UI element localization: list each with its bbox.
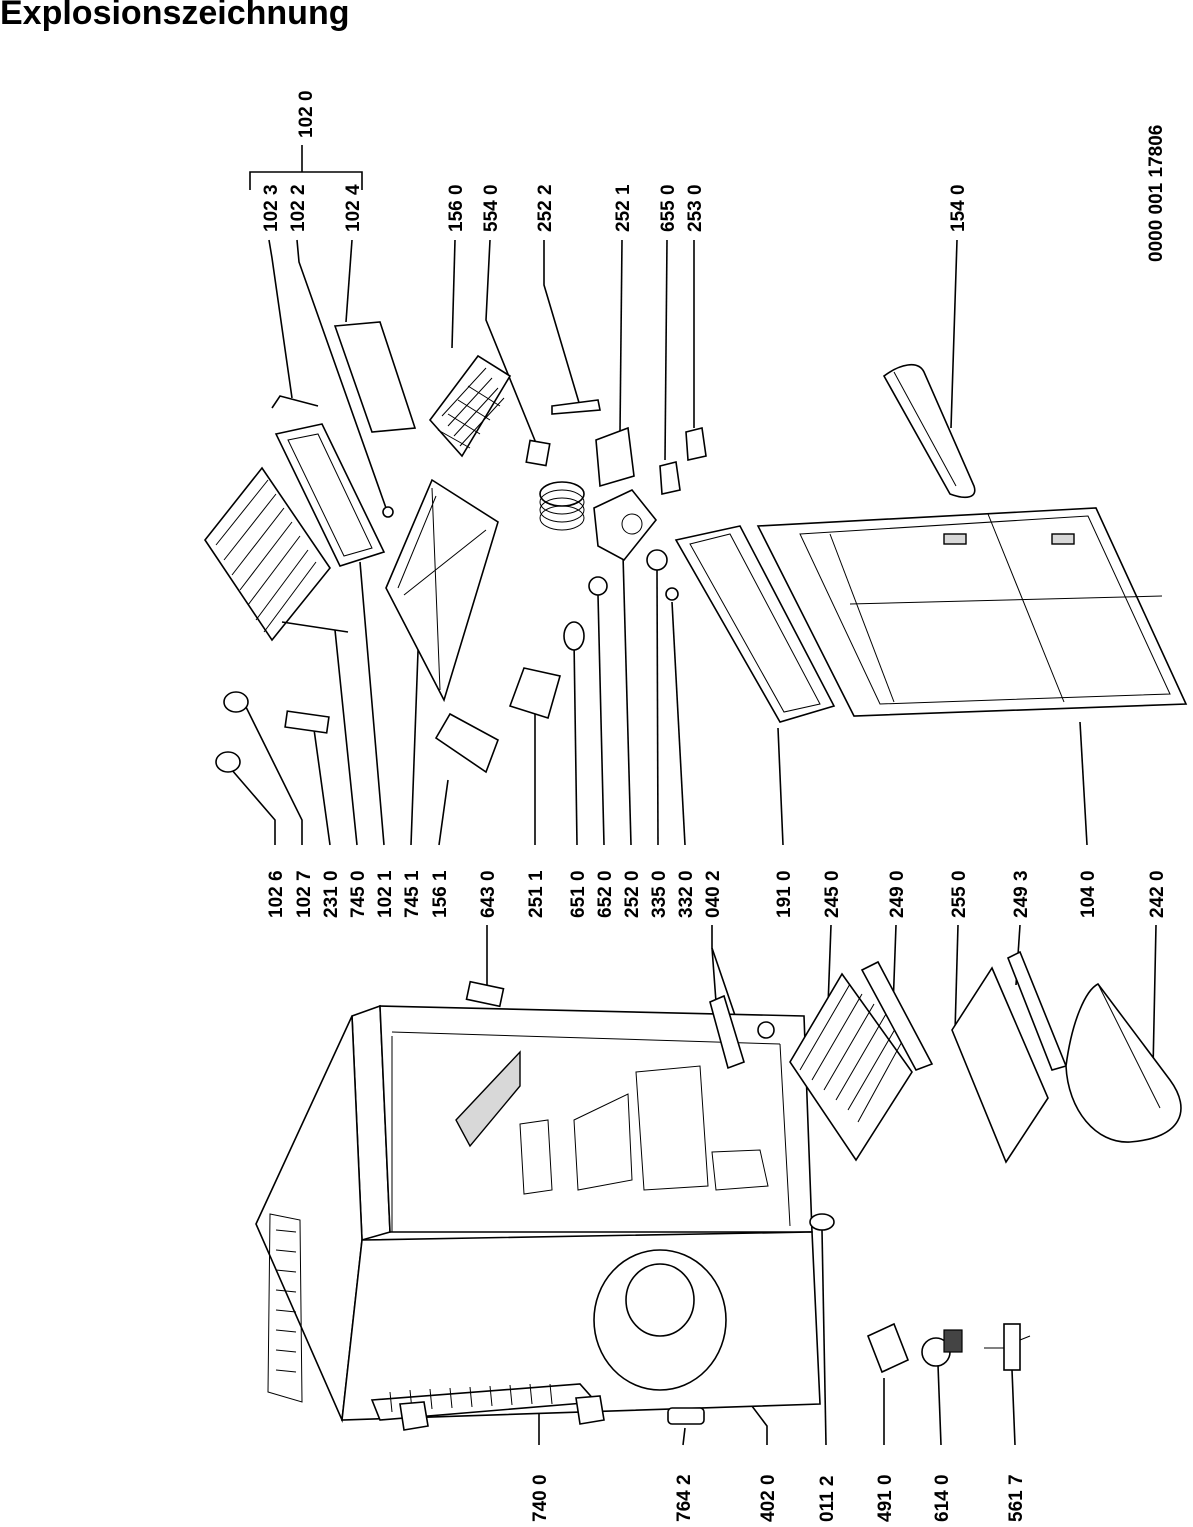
knob-part [588,576,608,596]
label-249-0[interactable]: 249 0 [887,870,908,918]
heating-coil-part [525,439,585,531]
light-cover-part [508,667,562,720]
wire-clip-part [271,395,319,409]
label-652-0[interactable]: 652 0 [595,870,616,918]
starter-part [984,1323,1031,1371]
handle-part [882,364,976,499]
thermostat-housing-part [593,489,658,562]
label-249-3[interactable]: 249 3 [1011,870,1032,918]
label-764-2[interactable]: 764 2 [674,1474,695,1522]
overload-protector-part [921,1329,963,1367]
label-554-0[interactable]: 554 0 [481,184,502,232]
dial-part [646,549,668,571]
label-332-0[interactable]: 332 0 [676,870,697,918]
evaporator-part [204,466,349,642]
label-011-2[interactable]: 011 2 [817,1476,838,1523]
label-745-0[interactable]: 745 0 [348,870,369,918]
label-102-6[interactable]: 102 6 [266,870,287,918]
lamp-cover-part [685,427,707,461]
foot-part-1 [215,751,241,773]
label-491-0[interactable]: 491 0 [875,1474,896,1522]
label-102-0[interactable]: 102 0 [296,90,317,138]
dryer-part [667,1407,705,1425]
door-gasket-part [674,525,836,723]
cabinet-part [255,1004,821,1424]
grille-shelf-part [789,972,913,1162]
screw-part [382,506,394,518]
small-strip-part [284,710,330,734]
label-335-0[interactable]: 335 0 [649,870,670,918]
door-part [756,507,1188,717]
freezer-door-frame-part [274,423,386,567]
box-part [434,712,499,774]
label-252-1[interactable]: 252 1 [613,184,634,232]
bracket-part [551,399,601,415]
label-245-0[interactable]: 245 0 [822,870,843,918]
crisper-drawer-part [1065,982,1182,1143]
hinge-part [709,994,745,1070]
label-745-1[interactable]: 745 1 [402,870,423,918]
label-252-2[interactable]: 252 2 [535,184,556,232]
label-651-0[interactable]: 651 0 [568,870,589,918]
relay-part [866,1322,910,1374]
label-231-0[interactable]: 231 0 [321,870,342,918]
foot-part-2 [223,691,249,713]
label-561-7[interactable]: 561 7 [1006,1474,1027,1522]
label-156-1[interactable]: 156 1 [430,870,451,918]
page-title: Explosionszeichnung [0,0,350,32]
shelf-strip-part-1 [860,960,934,1071]
label-252-0[interactable]: 252 0 [622,870,643,918]
switch-part [595,426,635,488]
hinge-pin-part [757,1021,775,1039]
label-102-4[interactable]: 102 4 [343,184,364,232]
glass-shelf-part [951,966,1049,1164]
label-154-0[interactable]: 154 0 [948,184,969,232]
label-643-0[interactable]: 643 0 [478,870,499,918]
label-402-0[interactable]: 402 0 [758,1474,779,1522]
drawing-number: 0000 001 17806 [1146,125,1167,262]
label-040-2[interactable]: 040 2 [703,870,724,918]
strip-part [333,321,417,433]
label-102-2[interactable]: 102 2 [288,184,309,232]
label-253-0[interactable]: 253 0 [685,184,706,232]
label-242-0[interactable]: 242 0 [1147,870,1168,918]
label-251-1[interactable]: 251 1 [526,870,547,918]
label-102-3[interactable]: 102 3 [261,184,282,232]
label-102-1[interactable]: 102 1 [375,870,396,918]
label-191-0[interactable]: 191 0 [774,870,795,918]
label-655-0[interactable]: 655 0 [658,184,679,232]
ice-cube-tray-part [428,354,512,458]
label-102-7[interactable]: 102 7 [294,870,315,918]
thermostat-cover-part [465,980,505,1008]
small-knob-part [665,587,679,601]
condenser-part [370,1383,605,1431]
drip-tray-part [385,478,499,703]
label-156-0[interactable]: 156 0 [446,184,467,232]
plug-part [809,1213,835,1231]
middle-leader-lines [224,554,1157,1119]
group-bracket [249,145,363,190]
bulb-part [563,621,585,651]
label-614-0[interactable]: 614 0 [932,1474,953,1522]
label-255-0[interactable]: 255 0 [949,870,970,918]
top-leader-lines [268,239,958,509]
label-740-0[interactable]: 740 0 [530,1474,551,1522]
label-104-0[interactable]: 104 0 [1078,870,1099,918]
lamp-holder-part [659,461,681,495]
